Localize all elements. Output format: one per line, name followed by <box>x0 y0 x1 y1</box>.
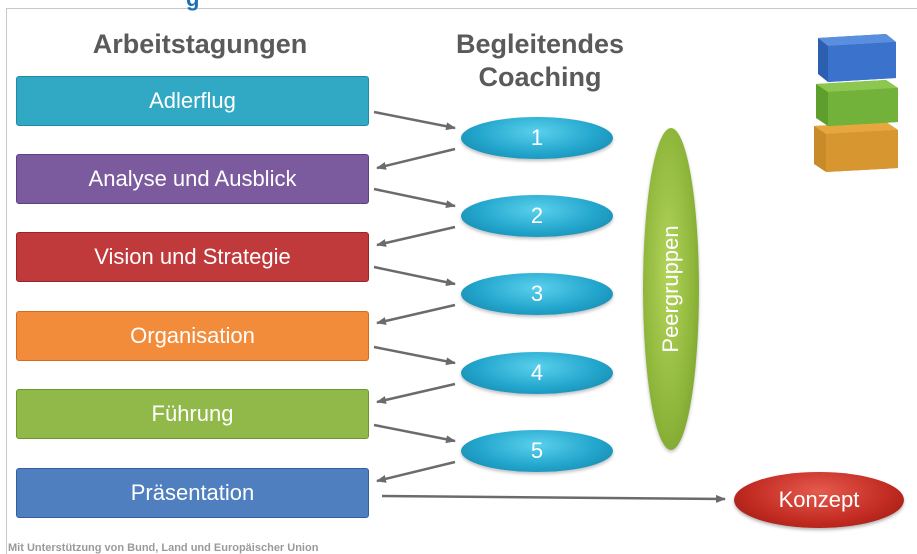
peergruppen-label: Peergruppen <box>658 225 683 353</box>
arrow-coach3-to-stage4 <box>376 303 456 325</box>
arrow-coach4-to-stage5 <box>376 382 456 404</box>
title-fragment: g <box>186 0 200 12</box>
peergruppen-ellipse <box>643 128 699 450</box>
column-heading-coaching-line2: Coaching <box>478 62 602 92</box>
arrow-coach5-to-stage6 <box>376 460 456 483</box>
column-heading-coaching-line1: Begleitendes <box>455 29 625 59</box>
stage-box-organisation: Organisation <box>16 311 369 361</box>
stage-box-analyse: Analyse und Ausblick <box>16 154 369 204</box>
footer-note: Mit Unterstützung von Bund, Land und Eur… <box>8 542 319 554</box>
arrow-coach2-to-stage3 <box>376 225 456 247</box>
arrow-stage1-to-coach1 <box>373 110 456 131</box>
coaching-node-5: 5 <box>461 430 613 472</box>
arrow-stage3-to-coach3 <box>373 265 456 287</box>
stage-box-adlerflug: Adlerflug <box>16 76 369 126</box>
arrow-stage4-to-coach4 <box>373 345 456 366</box>
coaching-node-4: 4 <box>461 352 613 394</box>
coaching-node-1: 1 <box>461 117 613 159</box>
arrow-stage5-to-coach5 <box>373 423 456 444</box>
arrow-stage6-to-konzept <box>381 494 726 503</box>
stage-box-fuehrung: Führung <box>16 389 369 439</box>
column-heading-arbeitstagungen: Arbeitstagungen <box>92 29 308 59</box>
arrow-coach1-to-stage2 <box>376 147 456 170</box>
konzept-ellipse: Konzept <box>734 472 904 528</box>
stage-box-praesentation: Präsentation <box>16 468 369 518</box>
slide-frame <box>6 8 917 554</box>
stage-box-vision: Vision und Strategie <box>16 232 369 282</box>
arrow-stage2-to-coach2 <box>373 187 456 209</box>
coaching-node-3: 3 <box>461 273 613 315</box>
stacked-blocks-icon <box>814 34 898 172</box>
coaching-node-2: 2 <box>461 195 613 237</box>
